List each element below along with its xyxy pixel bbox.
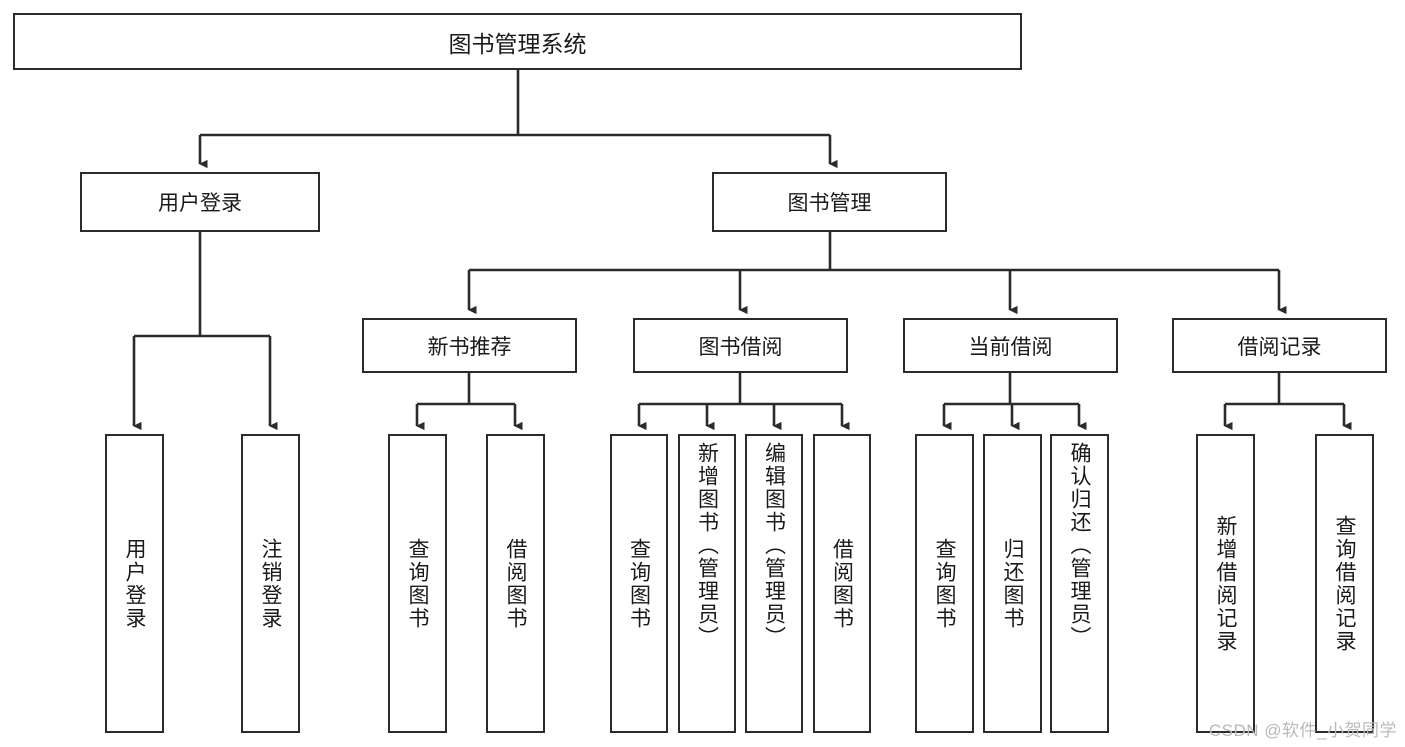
node-leaf-confirm-return[interactable]: 确认归还（管理员） (1050, 434, 1109, 733)
node-book-borrow[interactable]: 图书借阅 (633, 318, 848, 373)
node-root-label: 图书管理系统 (448, 30, 587, 57)
node-leaf-edit-book-label: 编辑图书（管理员） (762, 442, 786, 649)
node-leaf-query-book-2-label: 查询图书 (627, 537, 651, 630)
node-leaf-borrow-book-2-label: 借阅图书 (830, 537, 854, 630)
node-leaf-user-login-label: 用户登录 (123, 537, 146, 630)
node-leaf-query-book-1-label: 查询图书 (406, 537, 429, 630)
node-current-borrow-label: 当前借阅 (968, 335, 1053, 359)
node-leaf-add-book-label: 新增图书（管理员） (695, 442, 719, 649)
node-leaf-logout[interactable]: 注销登录 (241, 434, 300, 733)
node-leaf-add-book[interactable]: 新增图书（管理员） (678, 434, 736, 733)
node-leaf-add-record[interactable]: 新增借阅记录 (1196, 434, 1255, 733)
node-user-login-label: 用户登录 (158, 192, 242, 215)
node-new-book-rec[interactable]: 新书推荐 (362, 318, 577, 373)
node-new-book-rec-label: 新书推荐 (427, 335, 512, 359)
node-leaf-edit-book[interactable]: 编辑图书（管理员） (745, 434, 803, 733)
node-leaf-query-record[interactable]: 查询借阅记录 (1315, 434, 1374, 733)
node-leaf-add-record-label: 新增借阅记录 (1214, 514, 1237, 653)
node-book-borrow-label: 图书借阅 (698, 335, 783, 359)
node-leaf-logout-label: 注销登录 (259, 537, 282, 630)
node-leaf-return-book-label: 归还图书 (1001, 537, 1024, 630)
node-book-manage[interactable]: 图书管理 (712, 172, 947, 232)
node-root[interactable]: 图书管理系统 (13, 13, 1022, 70)
node-leaf-query-record-label: 查询借阅记录 (1333, 514, 1356, 653)
node-user-login[interactable]: 用户登录 (80, 172, 320, 232)
watermark: CSDN @软件_小贺同学 (1208, 721, 1397, 740)
node-book-manage-label: 图书管理 (787, 192, 872, 215)
node-leaf-query-book-2[interactable]: 查询图书 (610, 434, 668, 733)
node-borrow-record-label: 借阅记录 (1237, 335, 1322, 359)
node-leaf-borrow-book-1[interactable]: 借阅图书 (486, 434, 545, 733)
node-borrow-record[interactable]: 借阅记录 (1172, 318, 1387, 373)
node-current-borrow[interactable]: 当前借阅 (903, 318, 1118, 373)
node-leaf-return-book[interactable]: 归还图书 (983, 434, 1042, 733)
node-leaf-user-login[interactable]: 用户登录 (105, 434, 164, 733)
node-leaf-confirm-return-label: 确认归还（管理员） (1068, 442, 1091, 649)
node-leaf-query-book-3[interactable]: 查询图书 (915, 434, 974, 733)
node-leaf-query-book-1[interactable]: 查询图书 (388, 434, 447, 733)
node-leaf-borrow-book-2[interactable]: 借阅图书 (813, 434, 871, 733)
node-leaf-borrow-book-1-label: 借阅图书 (504, 537, 527, 630)
node-leaf-query-book-3-label: 查询图书 (933, 537, 956, 630)
